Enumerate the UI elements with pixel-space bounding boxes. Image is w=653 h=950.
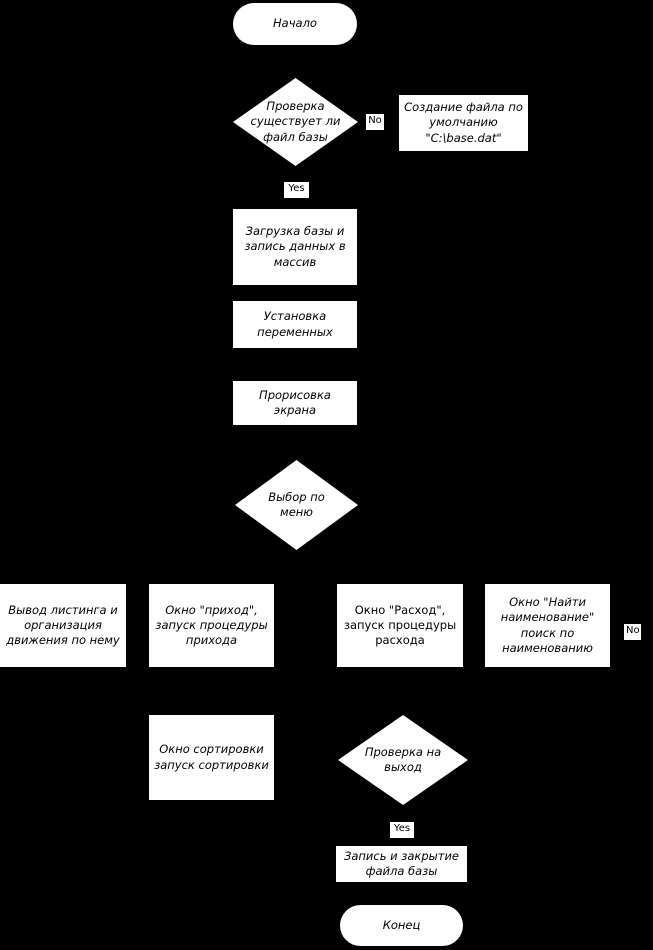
node-expense-window-label: Окно "Расход", запуск процедуры расхода: [343, 602, 457, 648]
node-find-window-label: Окно "Найти наименование" поиск по наиме…: [500, 595, 595, 655]
connector-start-to-check: [294, 44, 296, 78]
node-create-default-file-label: Создание файла по умолчанию "C:\base.dat…: [404, 100, 523, 145]
edge-label-no-find: No: [624, 624, 641, 640]
node-listing-window-label: Вывод листинга и организация движения по…: [6, 602, 120, 648]
connector-bus-to-income: [210, 561, 212, 584]
connector-bus-to-find: [546, 561, 548, 584]
node-end-label: Конец: [382, 917, 421, 932]
node-draw-screen[interactable]: Прорисовка экрана: [233, 381, 357, 425]
connector-bus-to-listing: [62, 561, 64, 584]
connector-income-to-sort: [210, 667, 212, 715]
node-save-close-file-label: Запись и закрытие файла базы: [343, 848, 460, 878]
node-end[interactable]: Конец: [340, 905, 463, 946]
node-save-close-file[interactable]: Запись и закрытие файла базы: [336, 846, 467, 882]
node-income-window-label: Окно "приход", запуск процедуры прихода: [155, 602, 268, 648]
node-set-variables-label: Установка переменных: [257, 309, 333, 339]
connector-load-to-setvars: [294, 285, 296, 301]
edge-label-yes-load-base: Yes: [284, 182, 309, 198]
node-create-default-file[interactable]: Создание файла по умолчанию "C:\base.dat…: [399, 95, 528, 151]
connector-expense-to-exitcheck: [398, 667, 400, 715]
node-exit-check-label: Проверка на выход: [364, 744, 442, 774]
node-income-window[interactable]: Окно "приход", запуск процедуры прихода: [149, 584, 274, 667]
connector-bus-to-expense: [398, 561, 400, 584]
node-sort-window[interactable]: Окно сортировки запуск сортировки: [149, 715, 274, 800]
node-expense-window[interactable]: Окно "Расход", запуск процедуры расхода: [337, 584, 463, 667]
node-menu-choice[interactable]: Выбор по меню: [235, 460, 358, 550]
connector-menu-to-row: [294, 550, 296, 562]
node-load-database-label: Загрузка базы и запись данных в массив: [244, 224, 346, 269]
connector-save-to-end: [402, 882, 404, 905]
connector-setvars-to-draw: [294, 348, 296, 381]
node-menu-choice-label: Выбор по меню: [268, 489, 325, 519]
node-start[interactable]: Начало: [233, 3, 357, 45]
node-find-window[interactable]: Окно "Найти наименование" поиск по наиме…: [485, 584, 610, 667]
connector-draw-to-menu: [294, 425, 296, 460]
node-exit-check[interactable]: Проверка на выход: [338, 715, 468, 805]
node-listing-window[interactable]: Вывод листинга и организация движения по…: [0, 584, 126, 667]
edge-label-no-create-file: No: [366, 114, 384, 130]
node-draw-screen-label: Прорисовка экрана: [259, 387, 331, 417]
node-check-file-exists-label: Проверка существует ли файл базы: [250, 99, 341, 144]
connector-row-bus: [62, 561, 547, 563]
node-sort-window-label: Окно сортировки запуск сортировки: [154, 742, 269, 772]
node-check-file-exists[interactable]: Проверка существует ли файл базы: [233, 78, 358, 166]
node-load-database[interactable]: Загрузка базы и запись данных в массив: [233, 209, 357, 285]
node-start-label: Начало: [273, 16, 317, 31]
node-set-variables[interactable]: Установка переменных: [233, 301, 357, 348]
edge-label-yes-save-close: Yes: [390, 822, 414, 838]
